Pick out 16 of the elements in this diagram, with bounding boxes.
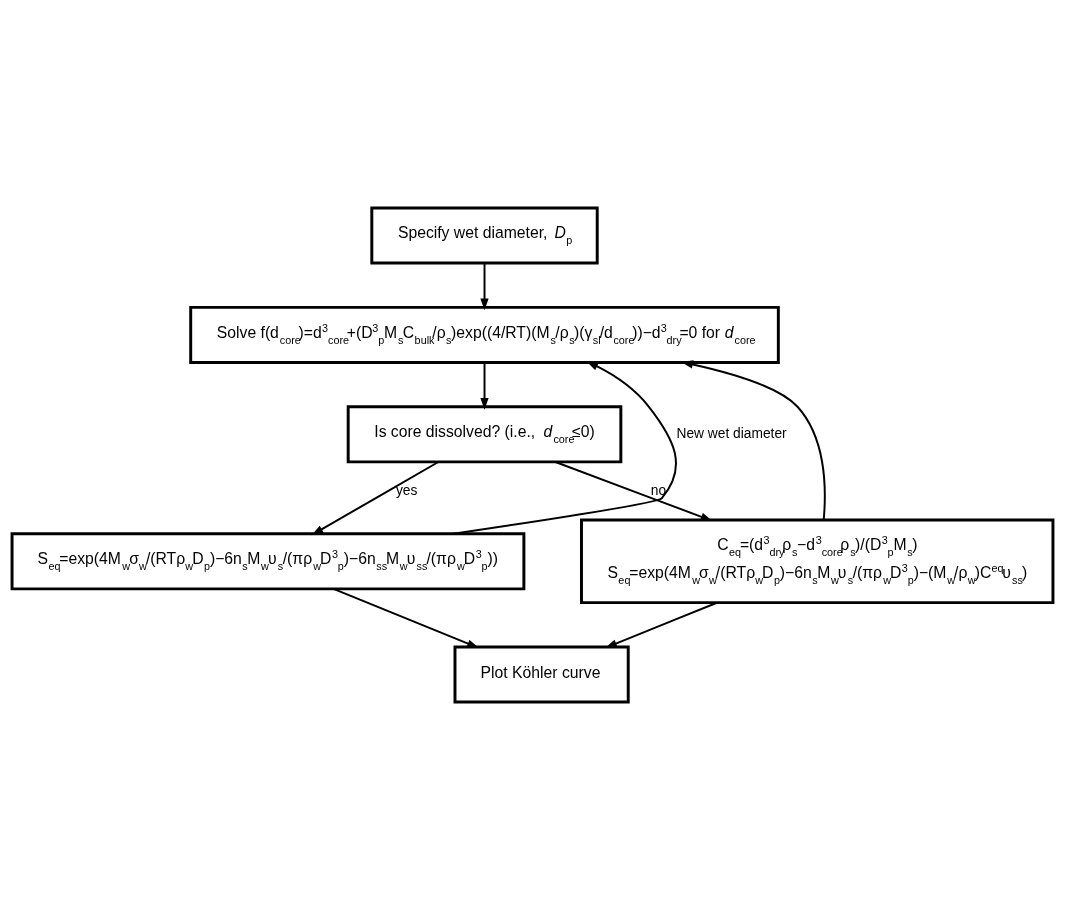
edge-label: yes xyxy=(395,482,418,498)
edge-label: no xyxy=(650,482,667,498)
arrow xyxy=(332,587,479,648)
node-box: Plot Köhler curve xyxy=(453,644,630,704)
node-box: Is core dissolved? (i.e., d$_{core}$≤0) xyxy=(346,404,623,463)
node-box: Solve f(d$_{core}$)=d$^{3}$$_{core}$+(D$^{3}$$_{p}$M$_{s}$C$_{bulk}$/ρ$_{s}$)exp((4/RT)(M$_{s}$/ρ$_{s}$)(γ$_{sl}$/d$_{core}$))−d$^{3}$$_{dry}$=0 for d$_{core}$ xyxy=(189,305,780,364)
arrow xyxy=(605,601,718,648)
node-box: C$_{eq}$=(d$^{3}$$_{dry}$ρ$_{s}$−d$^{3}$$_{core}$ρ$_{s}$)/(D$^{3}$$_{p}$M$_{s}$) S$_{eq}$=exp(4M$_{w}$σ$_{w}$/(RTρ$_{w}$D$_{p}$)−6n$_{s}$M$_{w}$υ$_{s}$/(πρ$_{w}$D$^{3}$$_{p}$)−(M$_{w}$/ρ$_{w}$)C$^{eq}$υ$_{ss}$) xyxy=(580,518,1055,604)
arrow xyxy=(480,361,489,410)
arrow xyxy=(681,359,826,521)
node-box: S$_{eq}$=exp(4M$_{w}$σ$_{w}$/(RTρ$_{w}$D$_{p}$)−6n$_{s}$M$_{w}$υ$_{s}$/(πρ$_{w}$D$^{3}$$_{p}$)−6n$_{ss}$M$_{w}$υ$_{ss}$/(πρ$_{w}$D$^{3}$$_{p}$)) xyxy=(10,531,526,590)
arrow xyxy=(311,460,440,535)
node-box: Specify wet diameter, D$_{p}$ xyxy=(370,205,599,265)
edge-label: New wet diameter xyxy=(676,425,787,441)
arrow xyxy=(554,460,713,521)
arrow xyxy=(480,261,489,310)
